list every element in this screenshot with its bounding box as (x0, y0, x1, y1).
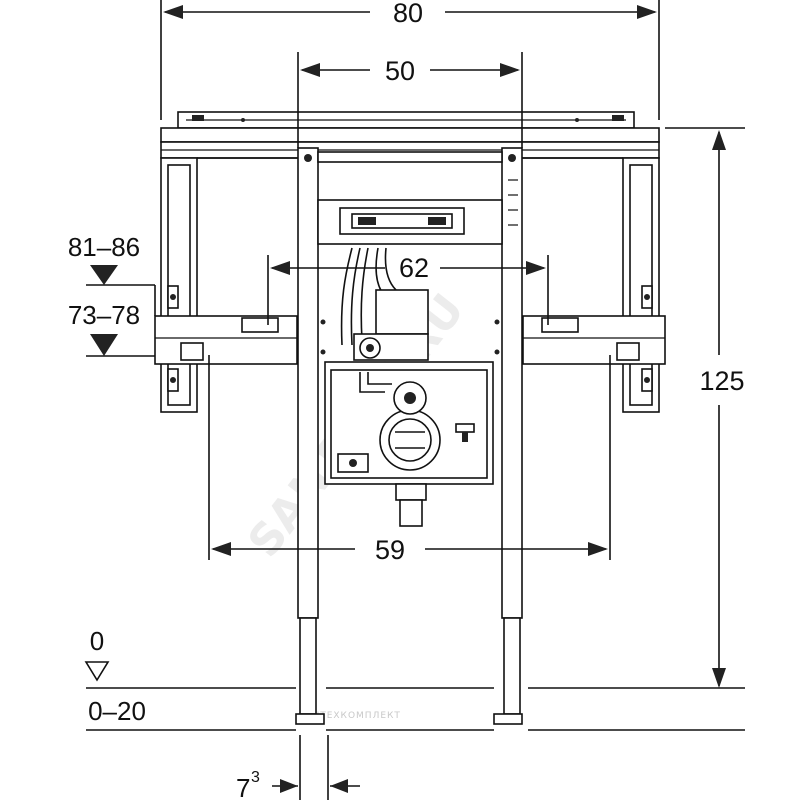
left-upright (295, 147, 326, 725)
label-floor-range: 0–20 (88, 696, 146, 726)
marker-lower-range: 73–78 (68, 300, 155, 357)
label-overall-width: 80 (393, 0, 423, 28)
label-lower-spacing: 59 (375, 535, 405, 565)
dimension-lower-spacing: 59 (208, 355, 611, 565)
marker-upper-range: 81–86 (68, 232, 156, 316)
drain-box (324, 361, 494, 485)
supply-pipes (340, 247, 397, 346)
dimension-frame-width: 50 (297, 52, 523, 148)
right-bracket (521, 157, 666, 413)
top-rail (160, 111, 660, 159)
label-frame-width: 50 (385, 56, 415, 86)
left-bracket (154, 157, 299, 413)
cross-members (317, 151, 503, 245)
dimension-overall-width: 80 (160, 0, 660, 120)
label-foot-value: 7 (236, 773, 250, 800)
label-upper-range: 81–86 (68, 232, 140, 262)
drain-outlet (395, 483, 427, 527)
valve-body (353, 289, 429, 361)
label-foot-superscript: 3 (251, 769, 260, 786)
dimension-fixing-spacing: 62 (267, 253, 549, 325)
label-fixing-spacing: 62 (399, 253, 429, 283)
dimension-height: 125 (665, 127, 745, 688)
dimension-foot: 7 3 (236, 735, 360, 800)
watermark-small: САНТЕХКОМПЛЕКТ (298, 711, 401, 721)
label-lower-range: 73–78 (68, 300, 140, 330)
floor-level: 0 0–20 (84, 626, 745, 731)
label-height: 125 (699, 366, 744, 396)
right-upright (493, 147, 523, 725)
label-floor-level: 0 (90, 626, 104, 656)
